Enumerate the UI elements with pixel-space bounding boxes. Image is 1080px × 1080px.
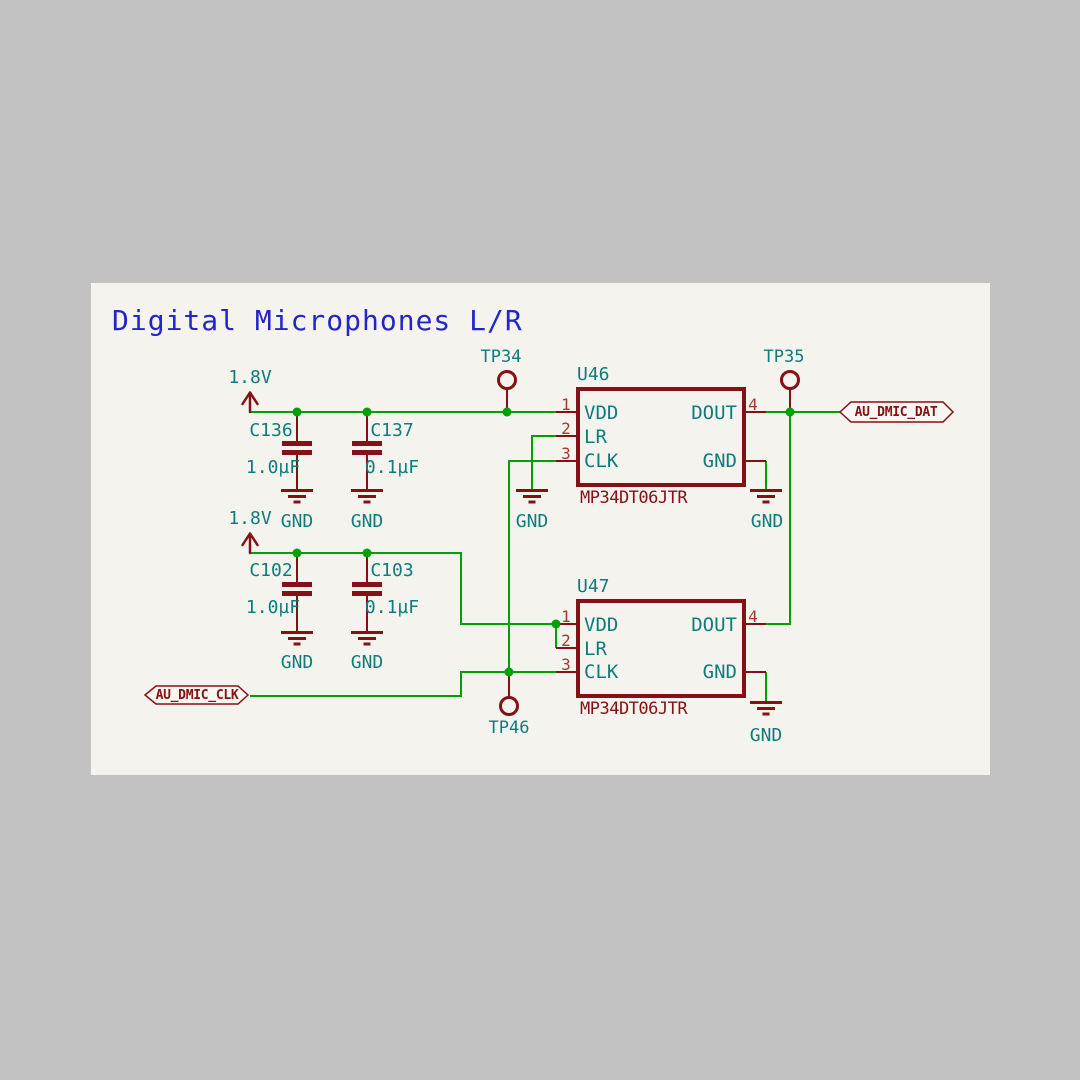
u46-gnd-pin-name: GND [702,450,737,472]
gnd-label-u46-right: GND [750,511,784,532]
gnd-symbol-c102[interactable] [281,631,313,646]
c103-value: 0.1µF [364,597,420,618]
gnd-symbol-c137[interactable] [351,489,383,504]
sheet-title: Digital Microphones L/R [112,304,523,337]
power-label-1v8-top: 1.8V [228,367,272,388]
capacitor-c136-symbol[interactable] [282,412,312,489]
gnd-label-c103: GND [350,652,384,673]
u47-gnd-pin-name: GND [702,661,737,683]
tp35-symbol[interactable] [780,370,800,413]
u47-pin3-name: CLK [584,661,619,683]
u46-pin4-number: 4 [748,395,758,414]
u46-pin1-number: 1 [561,395,571,414]
gnd-symbol-u46-lr[interactable] [516,489,548,504]
gnd-label-u46-lr: GND [515,511,549,532]
net-label-au-dmic-clk-shape[interactable] [143,685,250,705]
tp46-label: TP46 [488,718,530,738]
wire-1v8-u47-vdd[interactable] [250,552,556,625]
tp34-symbol[interactable] [497,370,517,413]
net-label-au-dmic-dat-shape[interactable] [838,401,955,423]
u47-symbol[interactable] [556,599,766,698]
capacitor-c102-symbol[interactable] [282,553,312,631]
u46-pin4-name: DOUT [691,402,737,424]
c137-value: 0.1µF [364,457,420,478]
u46-pin3-number: 3 [561,444,571,463]
c103-ref: C103 [370,560,414,581]
c136-ref: C136 [249,420,293,441]
net-label-au-dmic-dat-text: AU_DMIC_DAT [854,405,938,420]
wire-u46-lr-to-gnd[interactable] [531,435,556,489]
junction-dots [292,407,795,677]
u46-ref: U46 [577,364,610,385]
tp46-symbol[interactable] [499,672,519,716]
gnd-symbol-u46-right[interactable] [750,489,782,504]
capacitor-c137-symbol[interactable] [352,412,382,489]
gnd-symbol-u47-right[interactable] [750,701,782,716]
tp34-label: TP34 [480,347,522,367]
u47-pin4-name: DOUT [691,614,737,636]
c102-ref: C102 [249,560,293,581]
gnd-label-c137: GND [350,511,384,532]
u47-pin2-number: 2 [561,631,571,650]
u46-pin2-name: LR [584,426,607,448]
u46-pin1-name: VDD [584,402,619,424]
u47-ref: U47 [577,576,610,597]
gnd-label-u47-right: GND [749,725,783,746]
tp35-label: TP35 [763,347,805,367]
wire-dout-bus-down[interactable] [766,412,791,625]
c102-value: 1.0µF [245,597,301,618]
net-label-au-dmic-clk-text: AU_DMIC_CLK [155,688,239,703]
u47-pin1-number: 1 [561,607,571,626]
u46-part-number: MP34DT06JTR [580,488,688,508]
u47-pin2-name: LR [584,638,607,660]
power-symbol-1v8-top[interactable] [241,391,259,414]
gnd-label-c102: GND [280,652,314,673]
power-symbol-1v8-bottom[interactable] [241,532,259,555]
power-label-1v8-bottom: 1.8V [228,508,272,529]
u47-pin4-number: 4 [748,607,758,626]
gnd-symbol-c103[interactable] [351,631,383,646]
u46-pin2-number: 2 [561,419,571,438]
u47-part-number: MP34DT06JTR [580,699,688,719]
c137-ref: C137 [370,420,414,441]
u46-symbol[interactable] [556,387,766,487]
capacitor-c103-symbol[interactable] [352,553,382,631]
gnd-symbol-c136[interactable] [281,489,313,504]
wire-u46-clk-down[interactable] [508,460,556,672]
u47-pin3-number: 3 [561,655,571,674]
gnd-label-c136: GND [280,511,314,532]
u47-pin1-name: VDD [584,614,619,636]
c136-value: 1.0µF [245,457,301,478]
u46-pin3-name: CLK [584,450,619,472]
